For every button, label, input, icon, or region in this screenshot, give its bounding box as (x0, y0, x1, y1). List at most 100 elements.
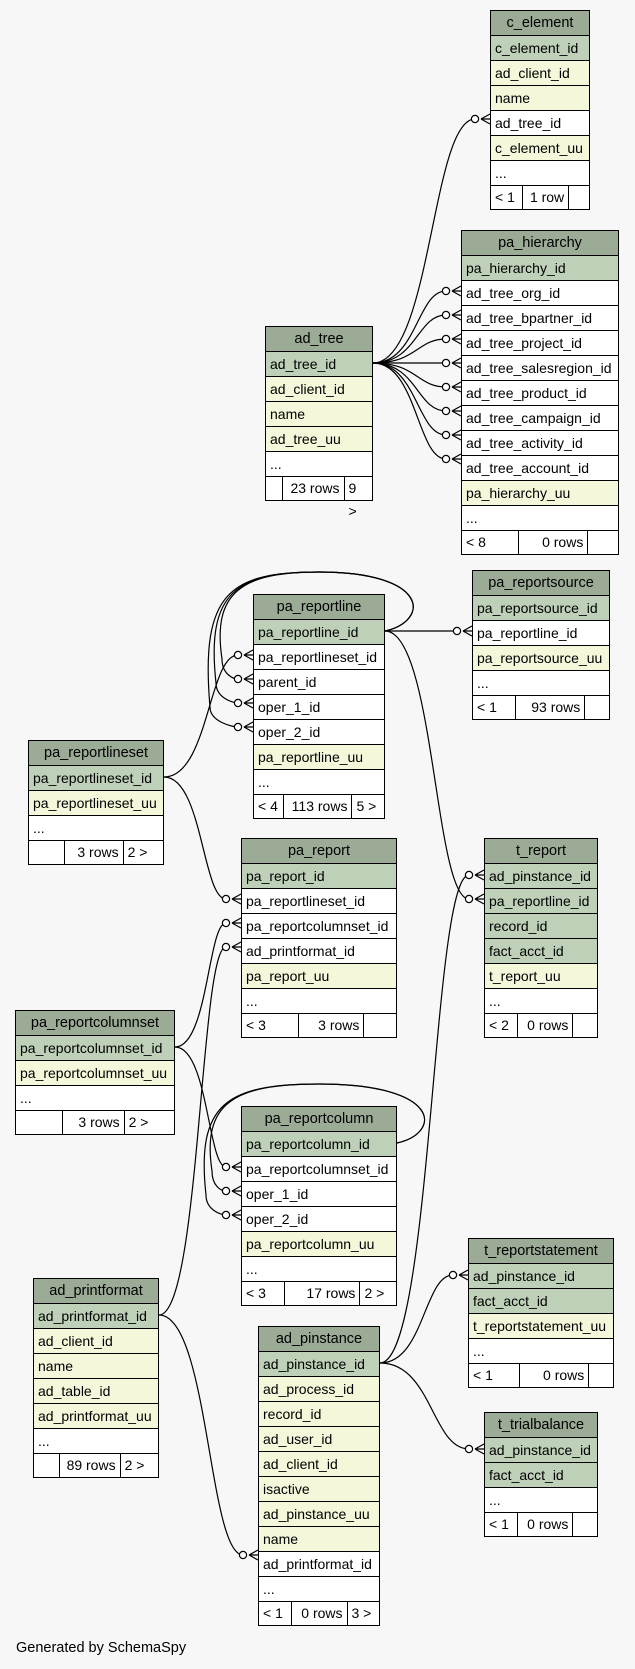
column-row[interactable]: name (266, 402, 372, 427)
column-row[interactable]: ad_printformat_id (34, 1304, 158, 1329)
parents-count[interactable]: < 1 (473, 696, 517, 719)
column-row[interactable]: ... (491, 161, 589, 186)
column-row[interactable]: ad_pinstance_uu (259, 1502, 379, 1527)
table-header[interactable]: pa_hierarchy (462, 231, 618, 256)
column-row[interactable]: pa_reportcolumnset_id (242, 914, 396, 939)
column-row[interactable]: pa_reportline_id (254, 620, 384, 645)
parents-count[interactable]: < 1 (485, 1513, 519, 1536)
column-row[interactable]: pa_report_id (242, 864, 396, 889)
column-row[interactable]: fact_acct_id (485, 939, 597, 964)
column-row[interactable]: t_reportstatement_uu (469, 1314, 613, 1339)
column-row[interactable]: t_report_uu (485, 964, 597, 989)
column-row[interactable]: pa_reportcolumnset_uu (16, 1061, 174, 1086)
column-row[interactable]: ad_tree_activity_id (462, 431, 618, 456)
column-row[interactable]: ad_tree_project_id (462, 331, 618, 356)
column-row[interactable]: parent_id (254, 670, 384, 695)
column-row[interactable]: ad_client_id (266, 377, 372, 402)
column-row[interactable]: ad_pinstance_id (259, 1352, 379, 1377)
table-header[interactable]: t_trialbalance (485, 1413, 597, 1438)
column-row[interactable]: ... (469, 1339, 613, 1364)
column-row[interactable]: ad_printformat_id (242, 939, 396, 964)
table-header[interactable]: pa_reportcolumnset (16, 1011, 174, 1036)
column-row[interactable]: pa_reportcolumnset_id (16, 1036, 174, 1061)
column-row[interactable]: record_id (485, 914, 597, 939)
column-row[interactable]: ad_printformat_id (259, 1552, 379, 1577)
parents-count[interactable]: < 8 (462, 531, 520, 554)
children-count[interactable]: 2 > (128, 1114, 149, 1130)
column-row[interactable]: pa_reportlineset_id (242, 889, 396, 914)
parents-count[interactable]: < 4 (254, 795, 284, 818)
column-row[interactable]: ad_tree_salesregion_id (462, 356, 618, 381)
table-header[interactable]: ad_pinstance (259, 1327, 379, 1352)
column-row[interactable]: name (491, 86, 589, 111)
column-row[interactable]: ... (34, 1429, 158, 1454)
column-row[interactable]: pa_reportline_id (485, 889, 597, 914)
column-row[interactable]: ad_tree_uu (266, 427, 372, 452)
column-row[interactable]: ... (485, 1488, 597, 1513)
column-row[interactable]: fact_acct_id (469, 1289, 613, 1314)
column-row[interactable]: name (34, 1354, 158, 1379)
column-row[interactable]: ad_tree_bpartner_id (462, 306, 618, 331)
parents-count[interactable]: < 1 (491, 186, 523, 209)
table-header[interactable]: t_reportstatement (469, 1239, 613, 1264)
column-row[interactable]: ad_tree_org_id (462, 281, 618, 306)
column-row[interactable]: ad_pinstance_id (485, 1438, 597, 1463)
column-row[interactable]: ad_user_id (259, 1427, 379, 1452)
table-header[interactable]: pa_reportline (254, 595, 384, 620)
table-header[interactable]: pa_reportcolumn (242, 1107, 396, 1132)
column-row[interactable]: ... (242, 1257, 396, 1282)
column-row[interactable]: isactive (259, 1477, 379, 1502)
column-row[interactable]: ad_process_id (259, 1377, 379, 1402)
column-row[interactable]: ... (462, 506, 618, 531)
children-count[interactable]: 3 > (351, 1605, 372, 1621)
column-row[interactable]: pa_reportcolumnset_id (242, 1157, 396, 1182)
column-row[interactable]: ad_tree_campaign_id (462, 406, 618, 431)
column-row[interactable]: c_element_id (491, 36, 589, 61)
children-count[interactable]: 2 > (124, 1457, 145, 1473)
table-header[interactable]: ad_printformat (34, 1279, 158, 1304)
children-count[interactable]: 5 > (356, 798, 377, 814)
column-row[interactable]: ad_table_id (34, 1379, 158, 1404)
column-row[interactable]: pa_reportcolumn_id (242, 1132, 396, 1157)
table-header[interactable]: pa_reportlineset (29, 741, 163, 766)
column-row[interactable]: ... (473, 671, 609, 696)
column-row[interactable]: fact_acct_id (485, 1463, 597, 1488)
parents-count[interactable]: < 3 (242, 1282, 286, 1305)
column-row[interactable]: ... (259, 1577, 379, 1602)
column-row[interactable]: pa_reportlineset_uu (29, 791, 163, 816)
table-header[interactable]: t_report (485, 839, 597, 864)
column-row[interactable]: ad_tree_id (491, 111, 589, 136)
column-row[interactable]: pa_reportline_id (473, 621, 609, 646)
parents-count[interactable]: < 1 (469, 1364, 521, 1387)
column-row[interactable]: ... (254, 770, 384, 795)
column-row[interactable]: pa_hierarchy_id (462, 256, 618, 281)
column-row[interactable]: oper_2_id (242, 1207, 396, 1232)
column-row[interactable]: c_element_uu (491, 136, 589, 161)
column-row[interactable]: pa_reportlineset_id (254, 645, 384, 670)
table-header[interactable]: pa_report (242, 839, 396, 864)
column-row[interactable]: ... (485, 989, 597, 1014)
column-row[interactable]: pa_reportsource_id (473, 596, 609, 621)
column-row[interactable]: ad_tree_id (266, 352, 372, 377)
column-row[interactable]: pa_reportcolumn_uu (242, 1232, 396, 1257)
column-row[interactable]: oper_2_id (254, 720, 384, 745)
column-row[interactable]: pa_hierarchy_uu (462, 481, 618, 506)
children-count[interactable]: 9 > (348, 480, 357, 519)
column-row[interactable]: oper_1_id (242, 1182, 396, 1207)
column-row[interactable]: ... (29, 816, 163, 841)
column-row[interactable]: ad_pinstance_id (485, 864, 597, 889)
column-row[interactable]: ad_tree_account_id (462, 456, 618, 481)
column-row[interactable]: pa_reportlineset_id (29, 766, 163, 791)
table-header[interactable]: c_element (491, 11, 589, 36)
column-row[interactable]: name (259, 1527, 379, 1552)
column-row[interactable]: record_id (259, 1402, 379, 1427)
parents-count[interactable]: < 1 (259, 1602, 293, 1625)
column-row[interactable]: pa_report_uu (242, 964, 396, 989)
children-count[interactable]: 2 > (127, 844, 148, 860)
column-row[interactable]: ... (242, 989, 396, 1014)
column-row[interactable]: ad_client_id (34, 1329, 158, 1354)
children-count[interactable]: 2 > (364, 1285, 385, 1301)
table-header[interactable]: ad_tree (266, 327, 372, 352)
column-row[interactable]: ad_tree_product_id (462, 381, 618, 406)
column-row[interactable]: ad_client_id (491, 61, 589, 86)
